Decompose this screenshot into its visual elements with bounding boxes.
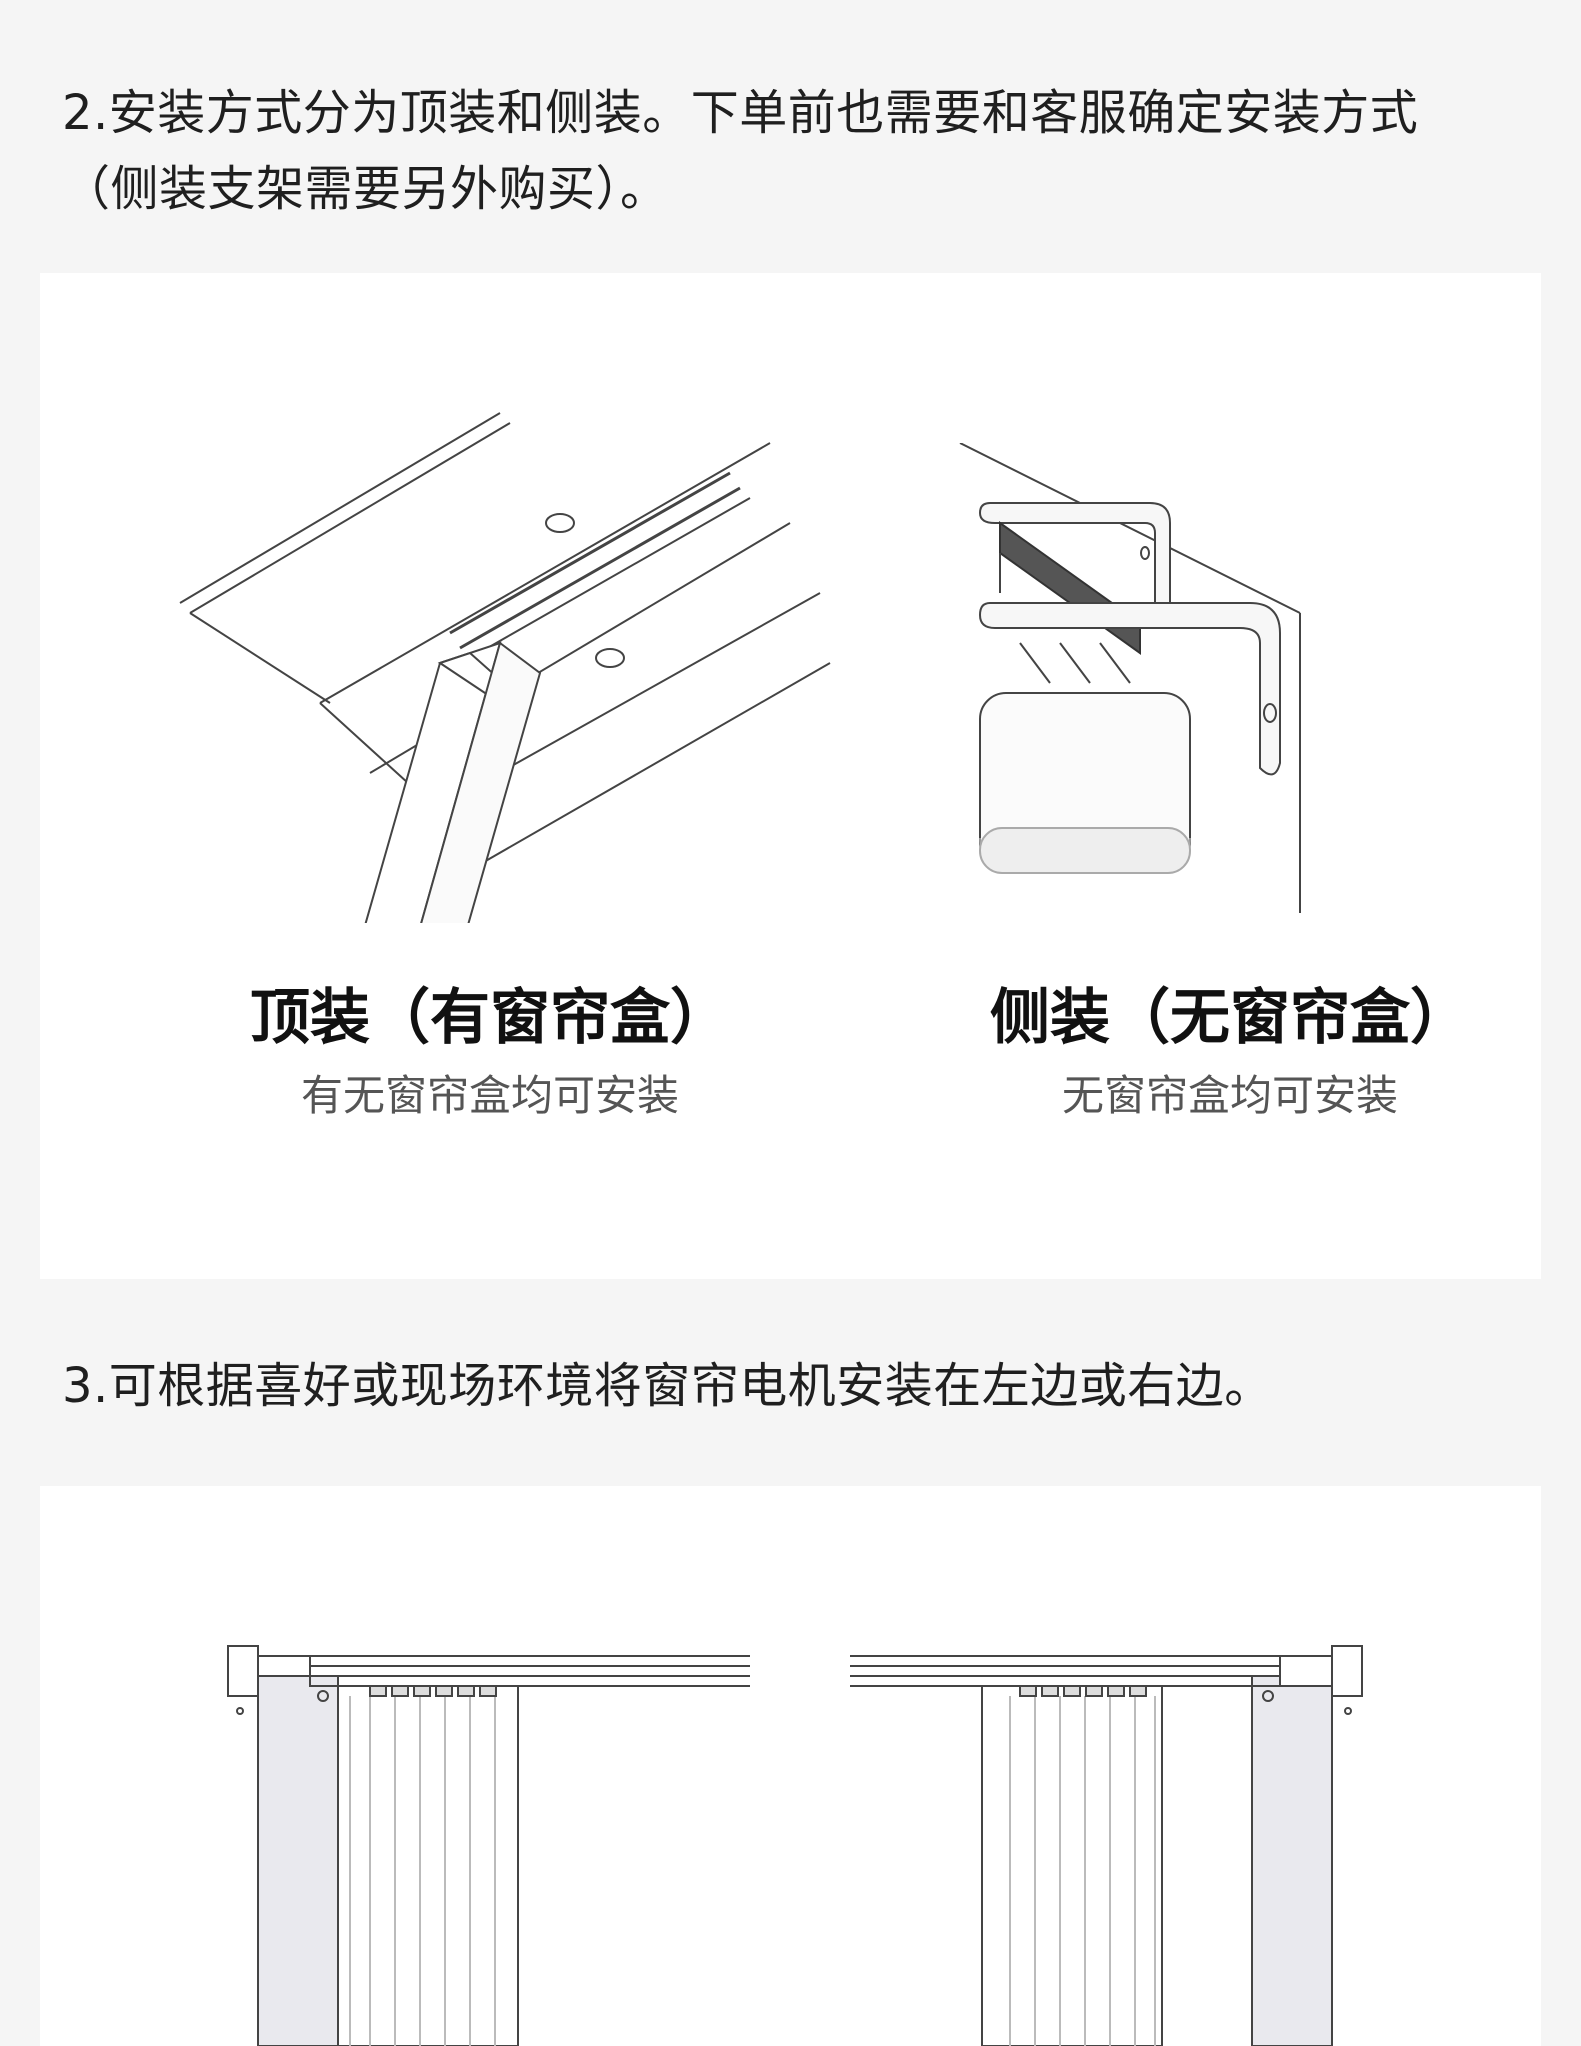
section-2-text: 2.安装方式分为顶装和侧装。下单前也需要和客服确定安装方式（侧装支架需要另外购买… — [62, 85, 1419, 217]
left-motor-curtain-illustration — [210, 1556, 770, 2046]
side-mount-title: 侧装（无窗帘盒） — [990, 983, 1470, 1053]
section-3-text: 3.可根据喜好或现场环境将窗帘电机安装在左边或右边。 — [62, 1358, 1273, 1414]
mount-types-card: 顶装（有窗帘盒） 有无窗帘盒均可安装 侧装（无窗帘盒） 无窗帘盒均可安装 — [40, 273, 1541, 1279]
side-mount-bracket-illustration — [920, 443, 1370, 913]
motor-position-card — [40, 1486, 1541, 2046]
top-mount-caption: 顶装（有窗帘盒） 有无窗帘盒均可安装 — [190, 978, 790, 1126]
top-mount-subtitle: 有无窗帘盒均可安装 — [300, 1071, 679, 1120]
top-mount-title: 顶装（有窗帘盒） — [250, 983, 730, 1053]
side-mount-caption: 侧装（无窗帘盒） 无窗帘盒均可安装 — [920, 978, 1540, 1126]
top-mount-motor-illustration — [170, 403, 840, 923]
side-mount-subtitle: 无窗帘盒均可安装 — [1061, 1071, 1398, 1120]
right-motor-curtain-illustration — [840, 1556, 1400, 2046]
